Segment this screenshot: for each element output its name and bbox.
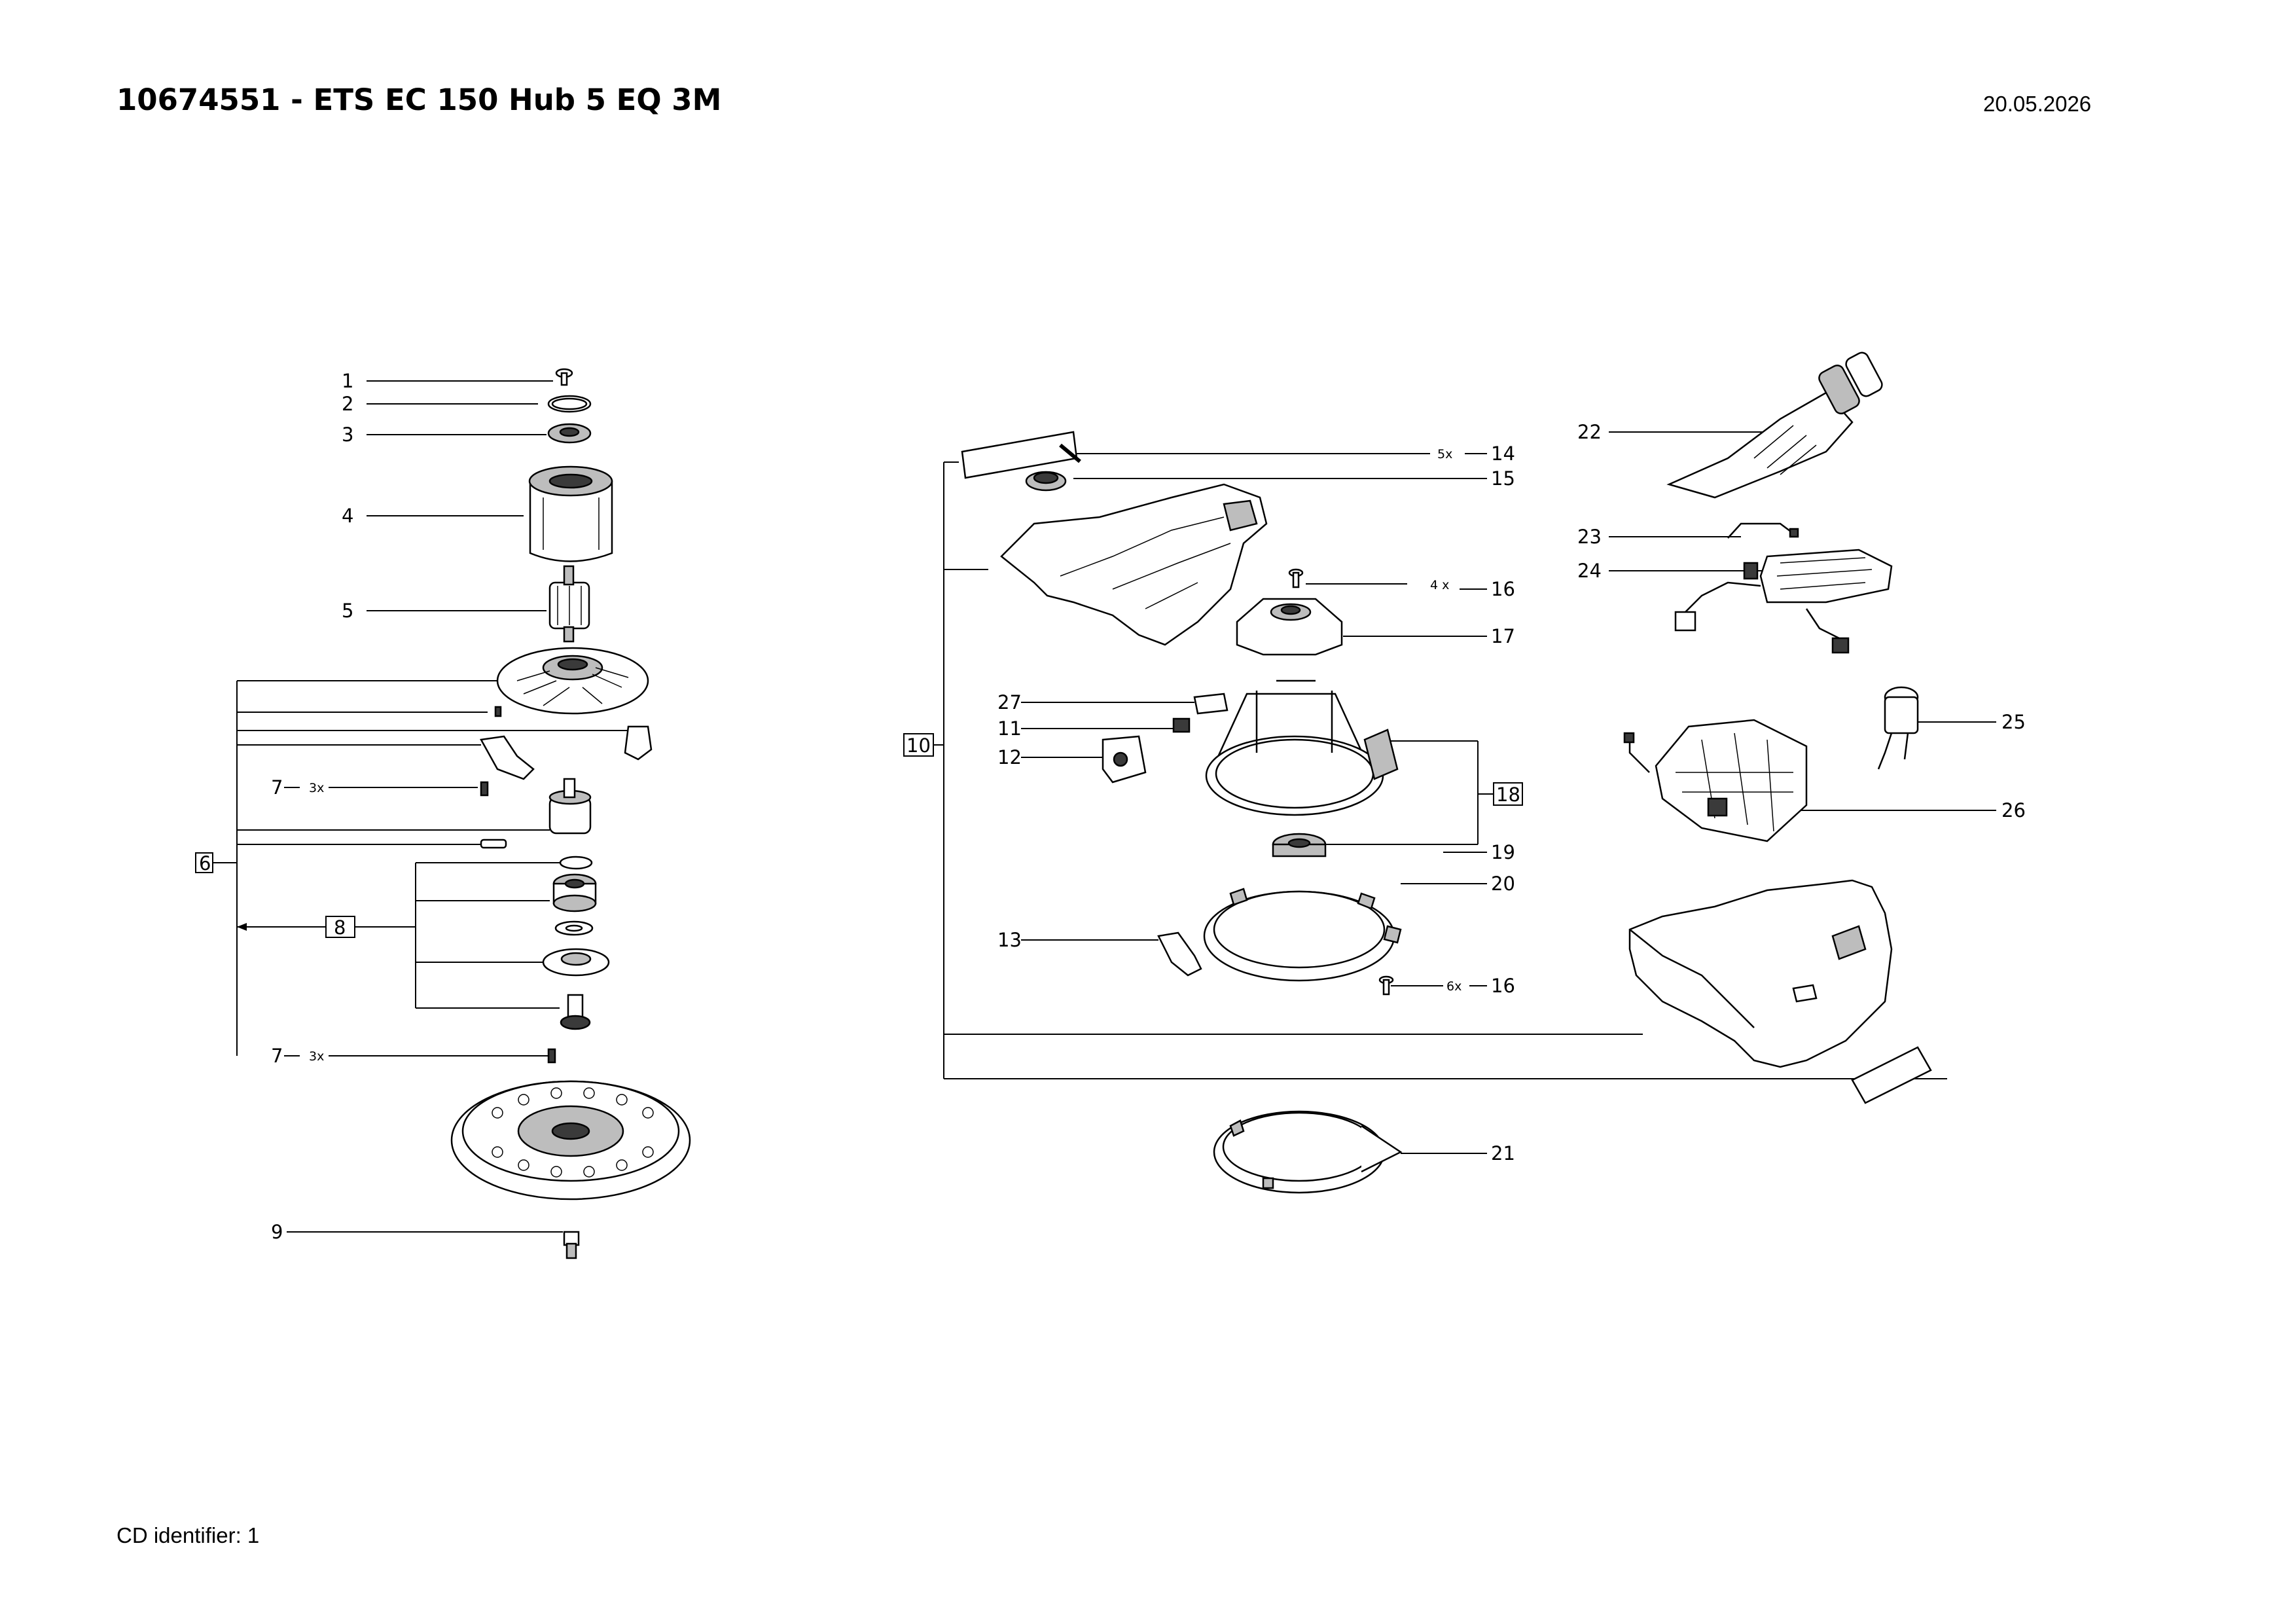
- callout-24: 24: [1577, 560, 1602, 582]
- callout-11: 11: [997, 717, 1022, 740]
- center-assembly: [903, 431, 1947, 1194]
- quantity-16-lower: 6x: [1446, 979, 1462, 994]
- callout-18: 18: [1496, 784, 1520, 806]
- callout-27: 27: [997, 691, 1022, 713]
- callout-16-lower: 16: [1491, 975, 1515, 997]
- callout-7-lower: 7: [271, 1045, 283, 1067]
- callout-12: 12: [997, 746, 1022, 768]
- callout-6: 6: [199, 852, 211, 875]
- callout-1: 1: [342, 370, 353, 392]
- callout-7-upper: 7: [271, 776, 283, 799]
- callout-4: 4: [342, 505, 353, 527]
- callout-5: 5: [342, 600, 353, 622]
- callout-20: 20: [1491, 873, 1515, 895]
- quantity-14: 5x: [1437, 447, 1452, 461]
- quantity-16-upper: 4 x: [1430, 578, 1449, 592]
- callout-9: 9: [271, 1221, 283, 1243]
- print-date: 20.05.2026: [1983, 92, 2092, 116]
- callout-14: 14: [1491, 442, 1515, 465]
- callout-17: 17: [1491, 625, 1515, 647]
- cd-identifier: CD identifier: 1: [117, 1523, 260, 1547]
- callout-10: 10: [906, 734, 931, 757]
- callout-26: 26: [2001, 799, 2026, 821]
- callout-labels: 1 2 3 4 5 6 7 3x 8 7 3x 9 10 27 11 12 13…: [199, 370, 2026, 1243]
- callout-19: 19: [1491, 841, 1515, 863]
- quantity-7-upper: 3x: [309, 781, 324, 795]
- right-assembly: [1609, 352, 1996, 1104]
- callout-16-upper: 16: [1491, 578, 1515, 600]
- quantity-7-lower: 3x: [309, 1049, 324, 1064]
- callout-25: 25: [2001, 711, 2026, 733]
- callout-23: 23: [1577, 526, 1602, 548]
- page-title: 10674551 - ETS EC 150 Hub 5 EQ 3M: [117, 82, 722, 117]
- callout-21: 21: [1491, 1142, 1515, 1164]
- callout-13: 13: [997, 929, 1022, 951]
- left-assembly: [195, 368, 691, 1259]
- callout-2: 2: [342, 393, 353, 415]
- callout-15: 15: [1491, 467, 1515, 490]
- callout-22: 22: [1577, 421, 1602, 443]
- callout-3: 3: [342, 424, 353, 446]
- callout-8: 8: [334, 916, 346, 939]
